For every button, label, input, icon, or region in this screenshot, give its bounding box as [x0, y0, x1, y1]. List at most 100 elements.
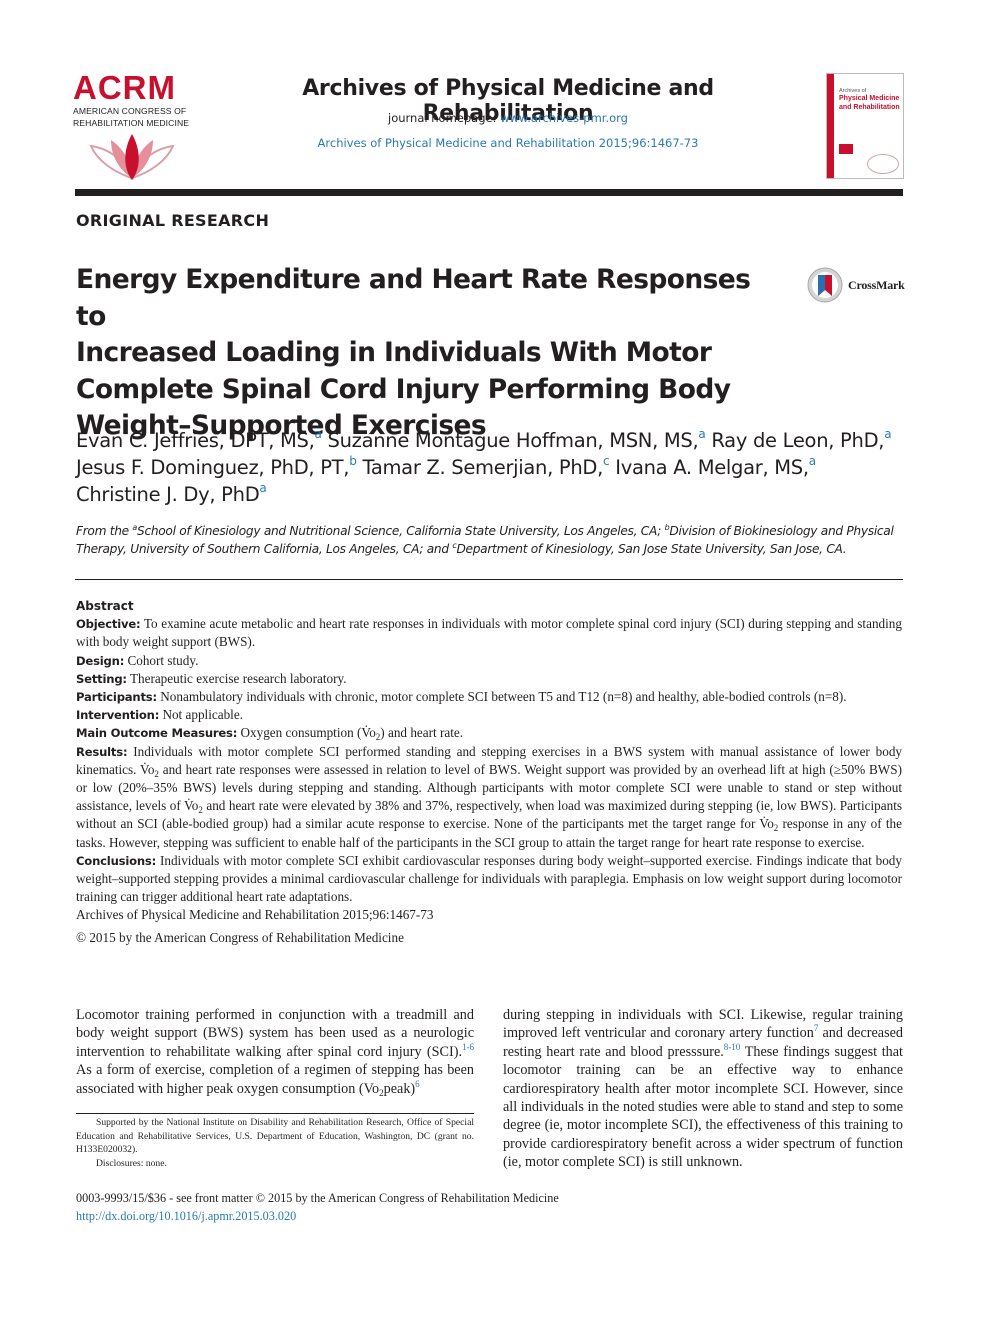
author-affiliation-mark[interactable]: a — [314, 427, 322, 441]
objective-text: To examine acute metabolic and heart rat… — [76, 616, 902, 650]
author-name: Ivana A. Melgar, MS, — [615, 456, 809, 479]
body-text: As a form of exercise, completion of a r… — [76, 1062, 474, 1097]
author-affiliation-mark[interactable]: a — [698, 427, 706, 441]
affiliation-b: Division of Biokinesiology and Physical … — [76, 524, 894, 556]
results-text: and heart rate were elevated by 38% and … — [76, 798, 902, 832]
results-text: and heart rate responses were assessed i… — [76, 761, 902, 814]
logo-wordmark: ACRM — [73, 69, 176, 106]
affiliation-a: School of Kinesiology and Nutritional Sc… — [137, 524, 665, 538]
reference-link[interactable]: 7 — [813, 1023, 819, 1034]
outcome-label: Main Outcome Measures: — [76, 726, 238, 741]
doi-link[interactable]: http://dx.doi.org/10.1016/j.apmr.2015.03… — [76, 1208, 297, 1223]
author-affiliation-mark[interactable]: a — [808, 454, 816, 468]
results-text: Individuals with motor complete SCI perf… — [76, 743, 903, 777]
abstract-results: Results: Individuals with motor complete… — [76, 743, 902, 852]
abstract-conclusions: Conclusions: Individuals with motor comp… — [76, 852, 902, 907]
vo2-subscript: 2 — [375, 732, 381, 743]
author-list: Evan C. Jeffries, DPT, MS,a Suzanne Mont… — [76, 427, 906, 508]
homepage-label: journal homepage: — [388, 111, 501, 125]
abstract-outcome: Main Outcome Measures: Oxygen consumptio… — [76, 724, 902, 742]
vo2-symbol: V̇o — [183, 798, 199, 814]
reference-link[interactable]: 6 — [415, 1078, 420, 1089]
acrm-logo: ACRM AMERICAN CONGRESS OF REHABILITATION… — [73, 69, 193, 182]
cover-ornament — [867, 154, 899, 174]
section-divider — [75, 579, 903, 580]
abstract-objective: Objective: To examine acute metabolic an… — [76, 615, 902, 651]
article-title: Energy Expenditure and Heart Rate Respon… — [76, 262, 766, 445]
author-affiliation-mark[interactable]: b — [349, 454, 357, 468]
abstract-design: Design: Cohort study. — [76, 652, 902, 670]
body-text: Locomotor training performed in conjunct… — [76, 1007, 474, 1060]
body-text: These findings suggest that locomotor tr… — [503, 1043, 903, 1171]
crossmark-badge[interactable]: CrossMark — [806, 266, 906, 306]
crossmark-label: CrossMark — [848, 278, 905, 292]
author-name: Evan C. Jeffries, DPT, MS, — [76, 429, 315, 452]
participants-text: Nonambulatory individuals with chronic, … — [160, 689, 847, 705]
affiliation-intro: From the — [76, 524, 133, 538]
journal-cover-thumbnail: Archives of Physical Medicine and Rehabi… — [826, 73, 904, 179]
affiliation-mark: a — [132, 523, 138, 532]
front-matter: 0003-9993/15/$36 - see front matter © 20… — [76, 1190, 776, 1225]
journal-citation-link[interactable]: Archives of Physical Medicine and Rehabi… — [317, 136, 699, 150]
author-affiliation-mark[interactable]: a — [259, 481, 267, 495]
vo2-subscript: 2 — [379, 1087, 384, 1098]
abstract-copyright: © 2015 by the American Congress of Rehab… — [76, 929, 404, 945]
journal-homepage: journal homepage: www.archives-pmr.org — [243, 111, 773, 125]
reference-link[interactable]: 1-6 — [462, 1041, 474, 1052]
abstract: Abstract Objective: To examine acute met… — [76, 597, 902, 947]
title-line: Complete Spinal Cord Injury Performing B… — [76, 373, 731, 405]
vo2-subscript: 2 — [154, 768, 159, 779]
affiliation-mark: b — [664, 523, 670, 532]
abstract-setting: Setting: Therapeutic exercise research l… — [76, 670, 902, 688]
cover-red-bar — [827, 74, 834, 178]
results-text: response in any of the tasks. However, s… — [76, 816, 902, 850]
results-label: Results: — [76, 744, 128, 759]
abstract-participants: Participants: Nonambulatory individuals … — [76, 688, 902, 706]
author-affiliation-mark[interactable]: a — [884, 427, 892, 441]
footnote-rule — [76, 1113, 474, 1114]
objective-label: Objective: — [76, 617, 141, 632]
crossmark-icon — [807, 267, 843, 303]
abstract-intervention: Intervention: Not applicable. — [76, 706, 902, 724]
body-column-left: Locomotor training performed in conjunct… — [76, 1006, 474, 1098]
conclusions-text: Individuals with motor complete SCI exhi… — [76, 852, 902, 905]
reference-link[interactable]: 8-10 — [723, 1041, 741, 1052]
issn-line: 0003-9993/15/$36 - see front matter © 20… — [76, 1191, 559, 1205]
abstract-citation: Archives of Physical Medicine and Rehabi… — [76, 907, 434, 923]
design-label: Design: — [76, 653, 125, 668]
vo2-symbol: V̇o — [140, 761, 155, 777]
footnotes: Supported by the National Institute on D… — [76, 1116, 474, 1170]
design-text: Cohort study. — [127, 652, 199, 668]
header-rule — [75, 189, 903, 196]
setting-text: Therapeutic exercise research laboratory… — [129, 670, 347, 686]
footnote-disclosures: Disclosures: none. — [96, 1157, 167, 1169]
journal-name: Archives of Physical Medicine and Rehabi… — [302, 76, 714, 126]
intervention-label: Intervention: — [76, 708, 160, 723]
author-name: Jesus F. Dominguez, PhD, PT, — [76, 456, 350, 479]
author-name: Christine J. Dy, PhD — [76, 483, 260, 506]
participants-label: Participants: — [76, 690, 157, 705]
outcome-text: ) and heart rate. — [380, 725, 464, 741]
vo2-subscript: 2 — [773, 823, 779, 834]
affiliations: From the aSchool of Kinesiology and Nutr… — [76, 522, 906, 558]
author-affiliation-mark[interactable]: c — [603, 454, 610, 468]
body-column-right: during stepping in individuals with SCI.… — [503, 1006, 903, 1172]
cover-title-line2: Physical Medicine — [839, 95, 900, 102]
outcome-text: Oxygen consumption ( — [240, 725, 362, 741]
homepage-link[interactable]: www.archives-pmr.org — [500, 111, 628, 125]
logo-org-line2: REHABILITATION MEDICINE — [73, 118, 190, 128]
cover-title-line1: Archives of — [839, 88, 867, 94]
author-name: Suzanne Montague Hoffman, MSN, MS, — [327, 429, 699, 452]
lotus-icon — [89, 134, 175, 180]
body-text: during stepping in individuals with SCI.… — [503, 1007, 903, 1042]
logo-org-line1: AMERICAN CONGRESS OF — [73, 106, 187, 116]
article-section: ORIGINAL RESEARCH — [76, 211, 270, 230]
setting-label: Setting: — [76, 671, 127, 686]
author-name: Tamar Z. Semerjian, PhD, — [362, 456, 604, 479]
author-name: Ray de Leon, PhD, — [711, 429, 885, 452]
intervention-text: Not applicable. — [162, 707, 243, 723]
footnote-support: Supported by the National Institute on D… — [76, 1117, 474, 1155]
vo2-subscript: 2 — [198, 805, 203, 816]
body-text: and decreased resting heart rate and blo… — [503, 1025, 903, 1060]
vo2-symbol: V̇o — [759, 816, 774, 832]
